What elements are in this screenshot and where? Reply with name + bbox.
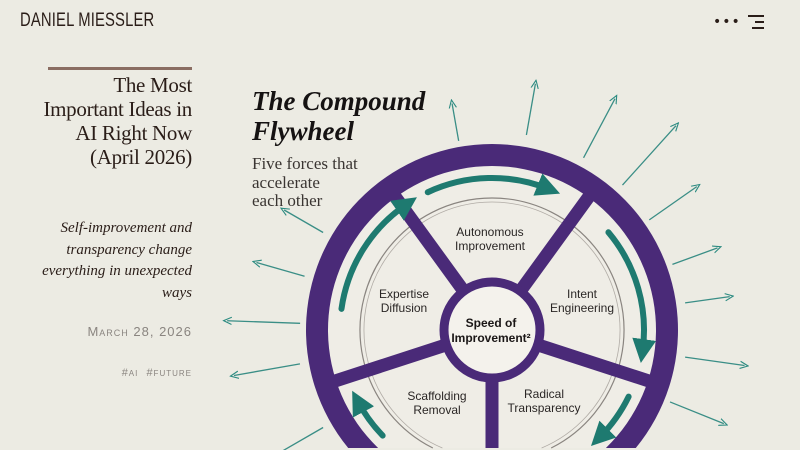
burst-arrow xyxy=(282,426,324,450)
hub-label-2: Improvement² xyxy=(451,331,530,345)
segment-radical-transparency-2: Transparency xyxy=(508,401,581,415)
burst-arrow xyxy=(672,248,717,265)
figure-subtitle-2: accelerate xyxy=(252,173,320,192)
burst-arrows xyxy=(227,84,744,450)
flow-arrow xyxy=(605,229,657,364)
hub-label-1: Speed of xyxy=(466,316,518,330)
figure-subtitle-1: Five forces that xyxy=(252,154,358,173)
burst-arrow xyxy=(452,103,460,142)
segment-autonomous-improvement: Autonomous xyxy=(456,225,523,239)
burst-arrow xyxy=(685,356,744,365)
figure-title-2: Flywheel xyxy=(251,116,354,146)
inner-band xyxy=(359,197,625,449)
segment-autonomous-improvement-2: Improvement xyxy=(455,239,526,253)
figure-subtitle-3: each other xyxy=(252,191,323,210)
burst-arrow xyxy=(648,187,697,221)
segment-radical-transparency: Radical xyxy=(524,387,564,401)
burst-arrow xyxy=(669,401,724,424)
tag-future[interactable]: #future xyxy=(146,367,192,379)
burst-arrow xyxy=(284,210,324,234)
burst-arrow xyxy=(256,262,305,277)
burst-arrow xyxy=(582,99,615,159)
spokes xyxy=(328,188,656,448)
flow-arrow xyxy=(352,390,386,439)
segment-expertise-diffusion-2: Diffusion xyxy=(381,301,427,315)
burst-arrow xyxy=(685,297,730,304)
segment-scaffolding-removal-2: Removal xyxy=(413,403,460,417)
flow-arrow xyxy=(590,393,632,446)
tag-ai[interactable]: #ai xyxy=(121,367,139,379)
segment-intent-engineering: Intent xyxy=(567,287,598,301)
article-date: March 28, 2026 xyxy=(87,324,192,339)
burst-arrow xyxy=(621,126,676,186)
segment-intent-engineering-2: Engineering xyxy=(550,301,614,315)
hub xyxy=(439,277,545,383)
flow-arrow xyxy=(424,173,561,196)
spoke xyxy=(514,188,598,295)
burst-arrow xyxy=(227,321,301,324)
ellipsis-icon[interactable]: ••• xyxy=(713,14,741,30)
title-divider xyxy=(48,67,192,70)
flow-arrow xyxy=(338,197,417,312)
segment-scaffolding-removal: Scaffolding xyxy=(407,389,466,403)
segment-expertise-diffusion: Expertise xyxy=(379,287,429,301)
flywheel-rim xyxy=(305,143,678,448)
spoke xyxy=(328,338,449,389)
tag-list: #ai #future xyxy=(30,367,192,379)
site-logo[interactable]: DANIEL MIESSLER xyxy=(20,10,155,31)
spoke xyxy=(535,338,656,389)
article-subtitle: Self-improvement and transparency change… xyxy=(42,220,192,301)
hamburger-icon[interactable] xyxy=(746,14,766,30)
article-title: The Most Important Ideas in AI Right Now… xyxy=(43,73,192,169)
figure-title-1: The Compound xyxy=(252,86,426,116)
flow-arrows xyxy=(338,173,657,446)
burst-arrow xyxy=(234,363,301,376)
burst-arrow xyxy=(525,84,535,136)
